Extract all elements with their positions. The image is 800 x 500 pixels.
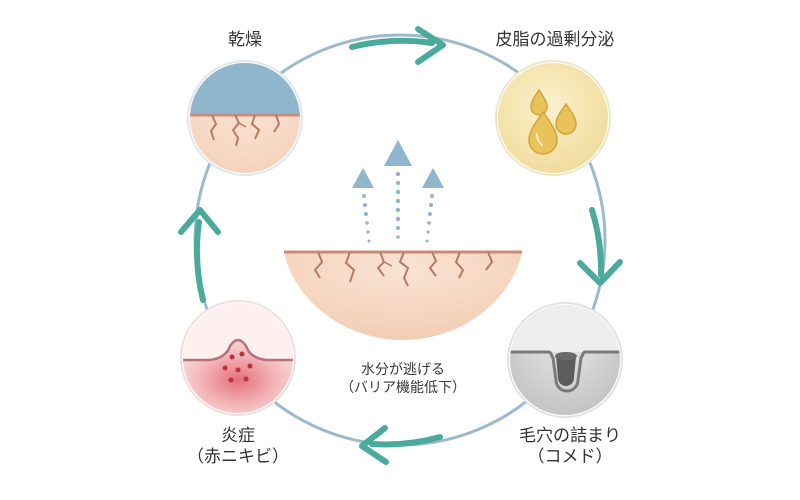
center-caption-line1: 水分が逃げる [361, 362, 445, 378]
center-skin-illustration [284, 250, 522, 340]
stage-inflammation-illustration [180, 300, 296, 416]
stage-sebum-illustration [495, 60, 611, 176]
cycle-arrow-top [349, 26, 446, 65]
center-caption-line2: （バリア機能低下） [340, 379, 466, 396]
stage-sub: （赤ニキビ） [187, 447, 289, 468]
center-caption: 水分が逃げる （バリア機能低下） [318, 362, 488, 397]
stage-label-dryness: 乾燥 [205, 30, 285, 51]
stage-name: 毛穴の詰まり [519, 426, 621, 446]
evaporation-arrows [352, 140, 444, 243]
stage-dryness-illustration [187, 60, 303, 176]
stage-name: 炎症 [221, 426, 255, 446]
stage-clog-illustration [507, 302, 623, 418]
cycle-arrow-bottom [359, 425, 443, 465]
stage-name: 皮脂の過剰分泌 [495, 30, 615, 50]
stage-label-clog: 毛穴の詰まり （コメド） [495, 426, 645, 469]
cycle-arrow-left [178, 207, 221, 303]
stage-label-sebum: 皮脂の過剰分泌 [470, 30, 640, 51]
cycle-arrow-right [577, 207, 623, 286]
stage-label-inflammation: 炎症 （赤ニキビ） [178, 426, 298, 469]
stage-sub: （コメド） [527, 447, 613, 468]
stage-name: 乾燥 [228, 30, 262, 50]
